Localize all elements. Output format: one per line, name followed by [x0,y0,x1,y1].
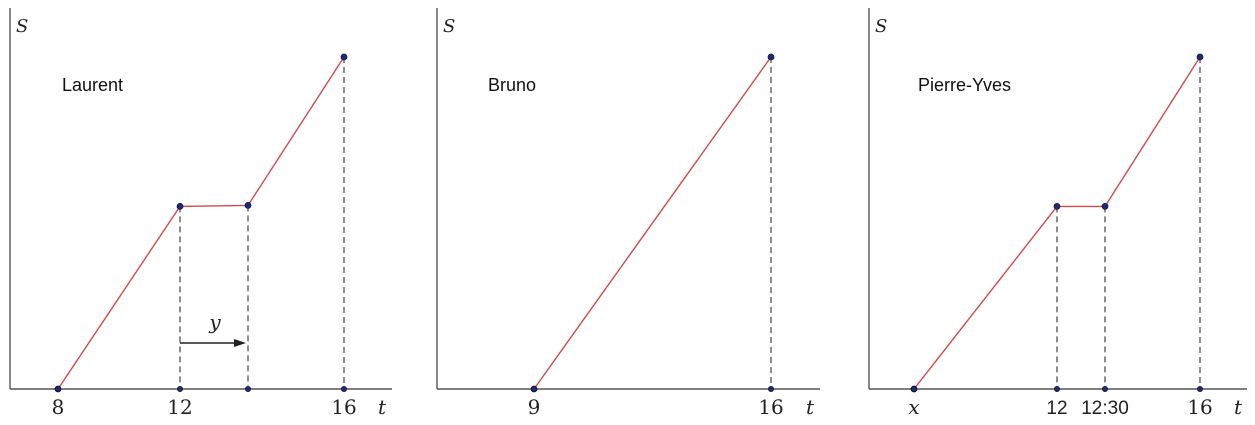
tick-label: x [908,395,919,419]
x-axis-label: t [1234,395,1243,419]
tick-label: 12 [167,395,192,419]
tick-label: 16 [758,395,783,419]
tick-label: 12:30 [1081,398,1129,419]
axis-tick-point [244,385,251,392]
axis-tick-point [176,385,183,392]
duration-arrow-head [234,339,246,347]
tick-label: 8 [52,395,65,419]
y-axis-label: S [443,16,455,37]
x-axis-label: t [806,395,815,419]
tick-label: 16 [331,395,356,419]
y-axis-label: S [16,16,28,37]
axis-tick-point [1197,385,1204,392]
data-point [176,202,184,210]
bruno-panel: St Bruno 9 16 [436,8,820,419]
data-point [340,53,348,61]
pierre-yves-panel: St Pierre-Yves x 12 12:30 16 [868,8,1247,419]
axis-tick-point [55,385,62,392]
tick-label: 12 [1046,398,1067,419]
panel-title: Pierre-Yves [918,75,1011,95]
axis-tick-point [768,385,775,392]
axis-tick-point [911,385,918,392]
tick-label: 16 [1187,395,1212,419]
data-point [1101,202,1109,210]
axis-tick-point [340,385,347,392]
axis-tick-point [1054,385,1061,392]
line-segment [1104,56,1201,207]
y-axis-label: S [875,16,887,37]
data-point [1196,53,1204,61]
panel-title: Laurent [62,75,123,95]
panel-title: Bruno [488,75,536,95]
x-axis-label: t [378,395,387,419]
axis-tick-point [531,385,538,392]
data-point [1053,202,1061,210]
data-point [244,201,252,209]
line-segment [57,206,181,390]
line-segment [247,56,345,206]
line-segment [533,56,772,390]
duration-label: y [208,310,221,334]
line-segment [913,205,1058,390]
axis-tick-point [1102,385,1109,392]
line-segment [179,204,249,208]
laurent-panel: St Laurent 8 12 16 y [9,8,392,419]
data-point [767,53,775,61]
tick-label: 9 [528,395,541,419]
